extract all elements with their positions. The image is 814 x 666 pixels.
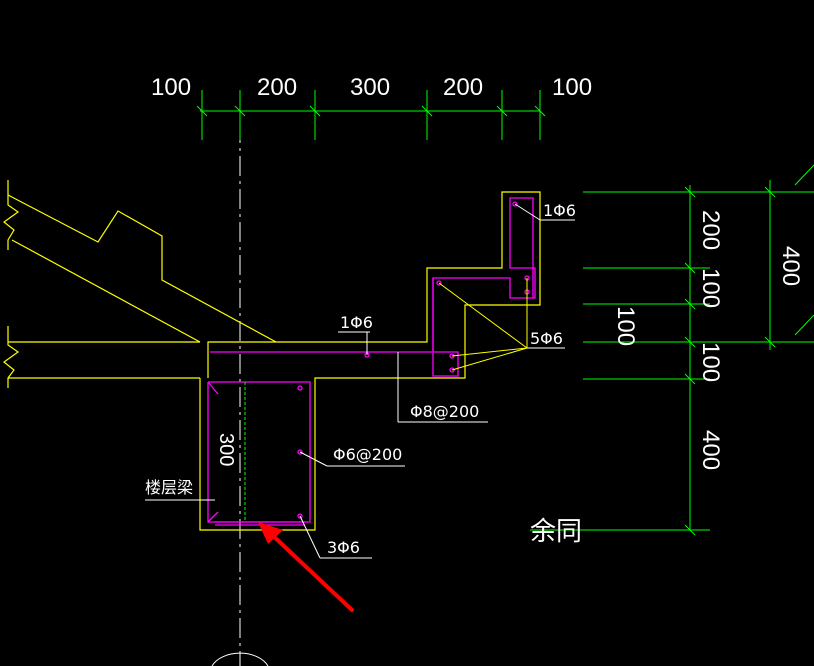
right-dim-400: 400 xyxy=(697,430,724,470)
top-dim-2: 200 xyxy=(257,74,297,101)
label-edge-bars: 5Φ6 xyxy=(530,329,563,348)
top-dim-3: 300 xyxy=(350,74,390,101)
right-dim-200: 200 xyxy=(697,210,724,250)
centerline xyxy=(211,90,269,666)
concrete-outline xyxy=(3,180,541,531)
label-slab-bar: 1Φ6 xyxy=(340,313,373,332)
top-dimension-labels: 100 200 300 200 100 xyxy=(151,74,592,101)
beam-height-dim: 300 xyxy=(215,433,237,466)
rebar xyxy=(207,197,536,526)
top-dim-4: 200 xyxy=(443,74,483,101)
right-dim-100b: 100 xyxy=(697,342,724,382)
right-dimension-chain xyxy=(530,164,814,536)
right-dim-100a: 100 xyxy=(697,268,724,308)
label-floor-beam: 楼层梁 xyxy=(145,478,193,497)
label-note: 余同 xyxy=(530,517,582,547)
inner-dim-100: 100 xyxy=(612,306,639,346)
label-slab-stirrup: Φ8@200 xyxy=(410,402,479,421)
overall-dim-400: 400 xyxy=(777,246,804,286)
label-top-bar: 1Φ6 xyxy=(543,201,576,220)
leader-lines xyxy=(145,203,575,559)
top-dim-5: 100 xyxy=(552,74,592,101)
red-arrow-annotation xyxy=(258,522,354,612)
top-dim-1: 100 xyxy=(151,74,191,101)
top-dimension-chain xyxy=(196,90,546,140)
label-beam-stirrup: Φ6@200 xyxy=(333,445,402,464)
drawing-labels: 1Φ6 5Φ6 1Φ6 Φ8@200 Φ6@200 3Φ6 楼层梁 300 余同 xyxy=(145,201,582,557)
label-bottom-bars: 3Φ6 xyxy=(327,538,360,557)
right-dimension-labels: 200 100 100 400 400 100 xyxy=(612,210,804,470)
